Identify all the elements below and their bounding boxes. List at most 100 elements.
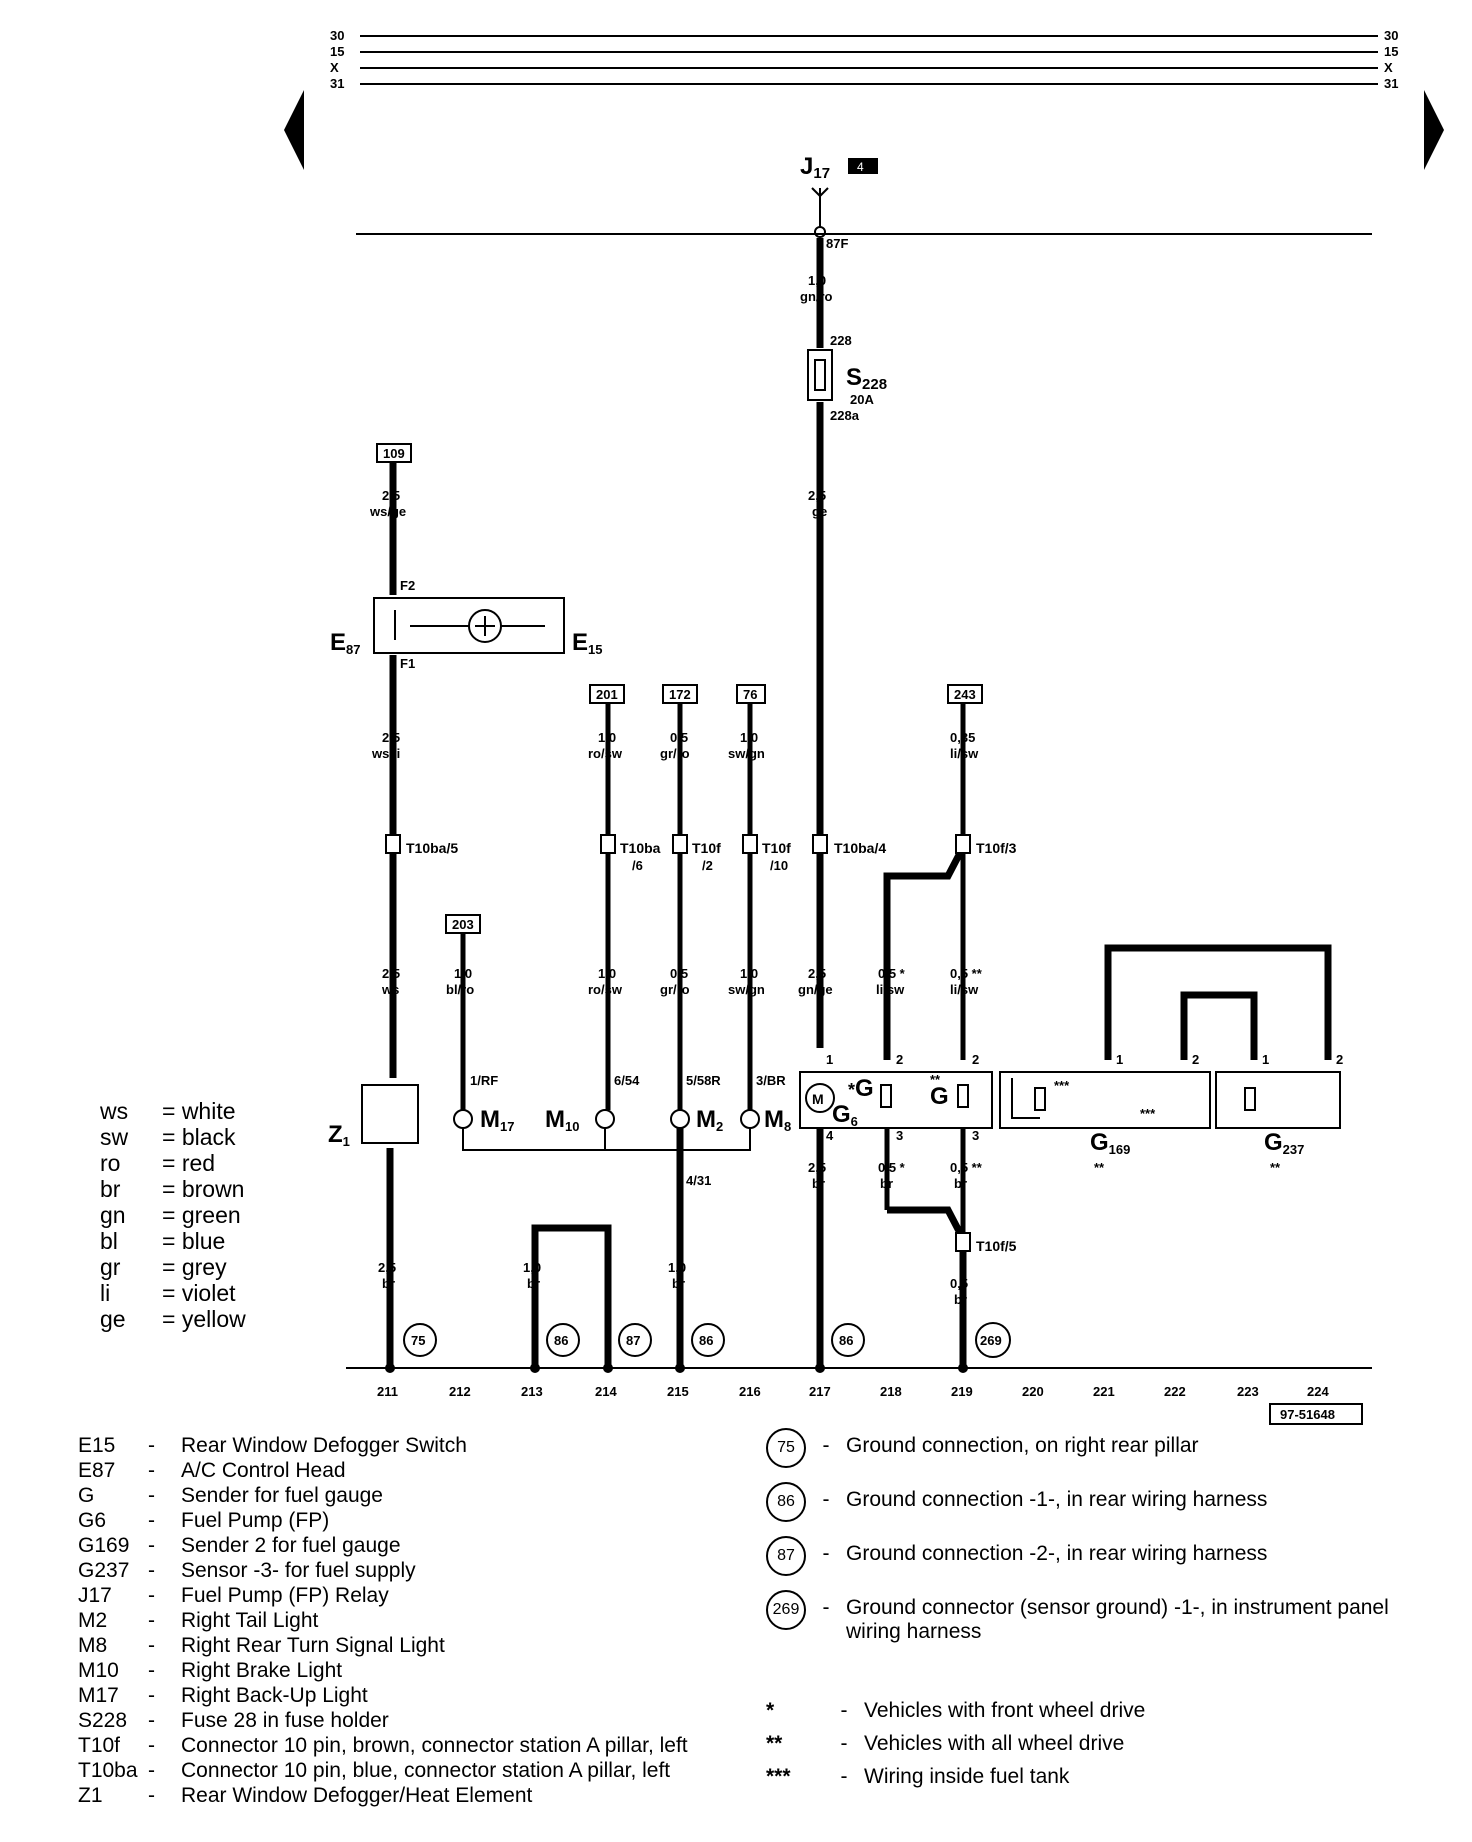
component-m8: M8: [764, 1106, 791, 1134]
ground-description: Ground connection -1-, in rear wiring ha…: [846, 1488, 1268, 1511]
connector-label: T10f: [762, 840, 791, 856]
component-legend-row: T10ba-Connector 10 pin, blue, connector …: [78, 1758, 688, 1783]
ref-box-label[interactable]: 172: [669, 687, 691, 702]
footnote-row: **-Vehicles with all wheel drive: [766, 1727, 1145, 1760]
ground-marker-label: 75: [411, 1333, 425, 1348]
component-legend-row: G-Sender for fuel gauge: [78, 1483, 688, 1508]
ground-description: Ground connector (sensor ground) -1-, in…: [846, 1596, 1389, 1643]
next-page-arrow-icon[interactable]: [1424, 90, 1444, 170]
wire-color: bl/ro: [446, 982, 474, 997]
component-m10: M10: [545, 1106, 579, 1134]
component-code: G237: [78, 1559, 130, 1582]
connector-label: T10f/5: [976, 1238, 1017, 1254]
wire-color: br: [954, 1292, 967, 1307]
color-abbr: li: [100, 1280, 111, 1306]
wire-size: 1,0: [740, 966, 758, 981]
component-legend-row: T10f-Connector 10 pin, brown, connector …: [78, 1733, 688, 1758]
legend-dash: -: [840, 1699, 848, 1722]
wire-size: 1,0: [668, 1260, 686, 1275]
ground-marker-label: 87: [626, 1333, 640, 1348]
component-g237: G237: [1264, 1129, 1304, 1157]
color-legend-row: br= brown: [100, 1176, 246, 1202]
ref-box-label[interactable]: 201: [596, 687, 618, 702]
wire-color: br: [527, 1276, 540, 1291]
track-number: 219: [951, 1384, 973, 1399]
connector-label: T10f/3: [976, 840, 1017, 856]
legend-dash: -: [148, 1434, 155, 1457]
component-description: Rear Window Defogger/Heat Element: [181, 1784, 533, 1807]
wire-color: gr/ro: [660, 746, 690, 761]
wire-size: 2,5: [382, 730, 400, 745]
ground-number: 86: [766, 1482, 806, 1522]
relay-label: J17: [800, 153, 830, 182]
ground-markers: 75 86 87 86 86 269: [403, 1322, 1011, 1358]
pin-label: 1: [1116, 1052, 1123, 1067]
track-number: 220: [1022, 1384, 1044, 1399]
component-legend-row: M2-Right Tail Light: [78, 1608, 688, 1633]
track-number: 224: [1307, 1384, 1329, 1399]
ground-marker-label: 269: [980, 1333, 1002, 1348]
rail-label-15-right: 15: [1384, 44, 1398, 59]
rail-label-30: 30: [330, 28, 344, 43]
legend-dash: -: [822, 1434, 830, 1457]
wire-size: 0,5 **: [950, 966, 983, 981]
pin-label: 4/31: [686, 1173, 711, 1188]
track-numbers: 211 212 213 214 215 216 217 218 219 220 …: [377, 1384, 1329, 1399]
legend-dash: -: [148, 1634, 155, 1657]
sensor-g237: [1215, 1071, 1341, 1129]
track-number: 221: [1093, 1384, 1115, 1399]
color-name: = brown: [162, 1176, 245, 1202]
connector-t10ba6: [600, 834, 616, 854]
component-g169: G169: [1090, 1129, 1130, 1157]
color-abbr: ge: [100, 1306, 126, 1332]
wire-color: ro/sw: [588, 746, 623, 761]
wire-color: ws/ge: [369, 504, 406, 519]
ref-box-label[interactable]: 243: [954, 687, 976, 702]
component-code: M17: [78, 1684, 119, 1707]
legend-dash: -: [840, 1732, 848, 1755]
component-code: T10ba: [78, 1759, 138, 1782]
rail-label-31: 31: [330, 76, 344, 91]
ref-box-label[interactable]: 203: [452, 917, 474, 932]
wire-color: br: [954, 1176, 967, 1191]
connector-label: T10f: [692, 840, 721, 856]
wire-size: 1,0: [454, 966, 472, 981]
connector-label: T10ba/4: [834, 840, 886, 856]
relay-badge: 4: [857, 160, 864, 174]
ref-box-label[interactable]: 109: [383, 446, 405, 461]
footnote-description: Vehicles with all wheel drive: [864, 1732, 1125, 1755]
connector-t10ba5: [385, 834, 401, 854]
wire-color: li/sw: [950, 746, 979, 761]
wire-size: 0,35: [950, 730, 975, 745]
legend-dash: -: [148, 1759, 155, 1782]
pin-label: 3: [972, 1128, 979, 1143]
wire-size: 0,5: [670, 730, 688, 745]
component-code: Z1: [78, 1784, 103, 1807]
note-star: **: [1270, 1160, 1281, 1175]
component-legend-row: E15-Rear Window Defogger Switch: [78, 1433, 688, 1458]
wire-color: gn/ge: [798, 982, 833, 997]
ground-number: 87: [766, 1536, 806, 1576]
component-code: G6: [78, 1509, 107, 1532]
pin-label: 3: [896, 1128, 903, 1143]
connector-label: /10: [770, 858, 788, 873]
footnote-row: ***-Wiring inside fuel tank: [766, 1760, 1145, 1793]
legend-dash: -: [148, 1734, 155, 1757]
component-description: Right Rear Turn Signal Light: [181, 1634, 445, 1657]
pin-label: 6/54: [614, 1073, 640, 1088]
pin-label: 2: [896, 1052, 903, 1067]
ref-box-label[interactable]: 76: [743, 687, 757, 702]
fuse-label: S228: [846, 364, 887, 393]
previous-page-arrow-icon[interactable]: [284, 90, 304, 170]
component-code: J17: [78, 1584, 112, 1607]
pin-label: 1: [826, 1052, 833, 1067]
footnote-symbol: *: [766, 1699, 775, 1722]
component-legend-row: G6-Fuel Pump (FP): [78, 1508, 688, 1533]
component-code: M8: [78, 1634, 108, 1657]
legend-dash: -: [148, 1559, 155, 1582]
color-name: = blue: [162, 1228, 226, 1254]
wire-size: 1,0: [523, 1260, 541, 1275]
component-legend-row: G169-Sender 2 for fuel gauge: [78, 1533, 688, 1558]
legend-dash: -: [840, 1765, 848, 1788]
